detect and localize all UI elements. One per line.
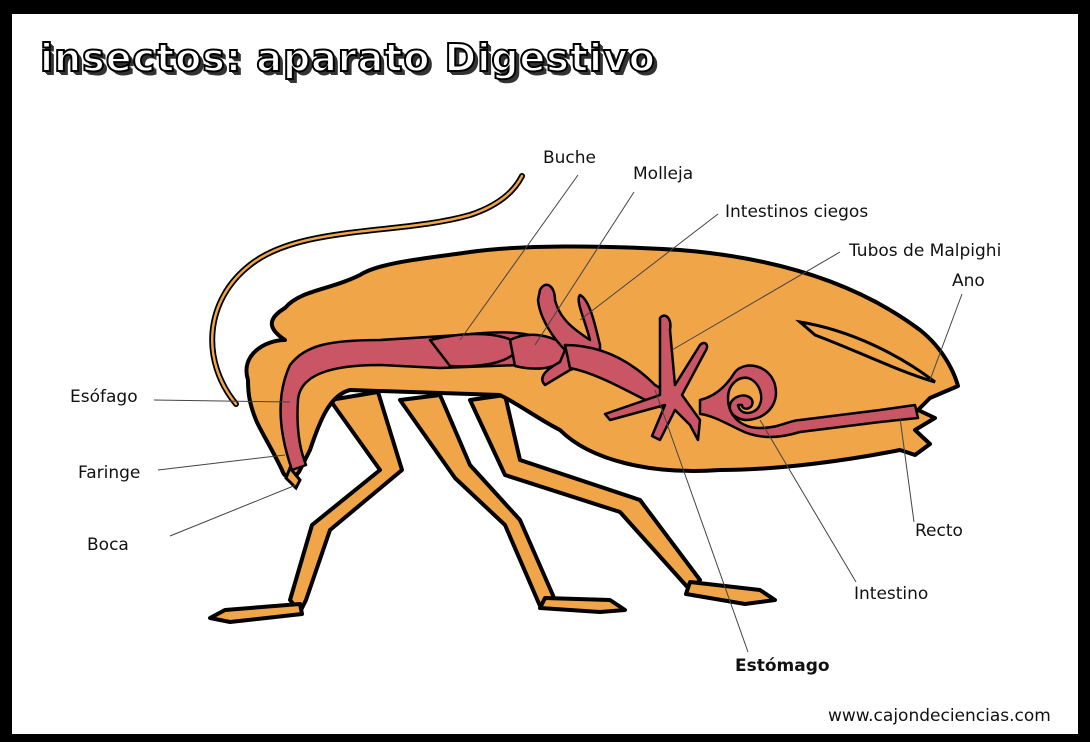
label-buche: Buche (543, 148, 596, 168)
label-recto: Recto (915, 521, 963, 541)
credit-url: www.cajondeciencias.com (828, 706, 1051, 726)
leader-faringe (158, 455, 285, 470)
label-boca: Boca (87, 535, 129, 555)
label-faringe: Faringe (78, 463, 140, 483)
label-tubos-malpighi: Tubos de Malpighi (849, 241, 1001, 261)
label-ano: Ano (952, 271, 985, 291)
label-estomago: Estómago (735, 656, 830, 676)
label-molleja: Molleja (633, 164, 693, 184)
page-title: insectos: aparato Digestivo (40, 36, 656, 80)
label-intestino: Intestino (854, 584, 928, 604)
label-esofago: Esófago (70, 387, 138, 407)
label-intestinos-ciegos: Intestinos ciegos (725, 202, 868, 222)
leader-boca (170, 485, 296, 536)
